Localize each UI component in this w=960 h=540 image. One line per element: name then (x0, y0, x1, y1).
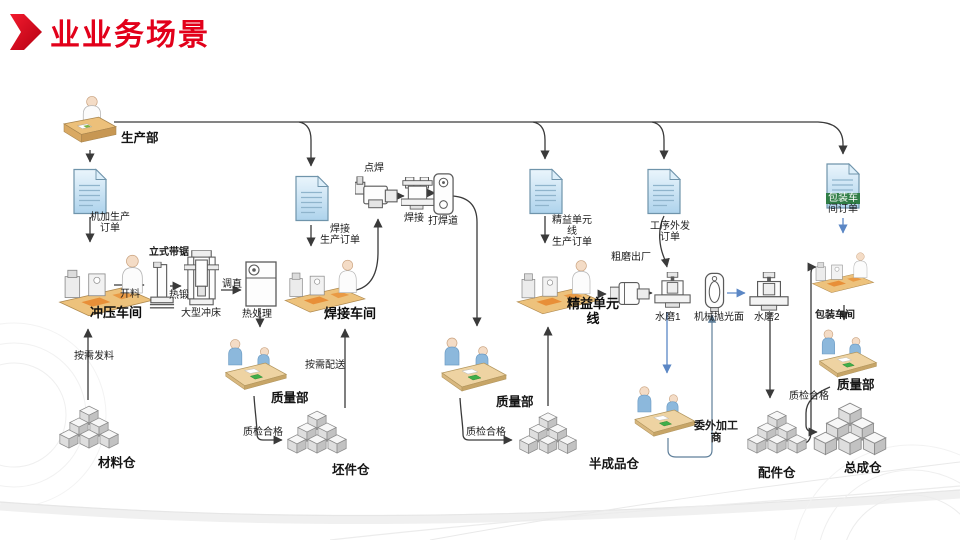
water-grinding-2-label: 水磨2 (754, 312, 780, 323)
lean-line-workshop-label: 精益单元 线 (566, 296, 620, 326)
cutting-label: 开料 (120, 289, 140, 300)
semi-finished-warehouse-label: 半成品仓 (589, 457, 640, 471)
qc-pass-1-label: 质检合格 (243, 427, 283, 438)
quality-dept-2-label: 质量部 (496, 395, 534, 409)
line-outsourcing-order-to-water-grinding-1 (659, 215, 670, 268)
large-punch-machine-icon (184, 250, 219, 307)
welding-order-label: 焊接 生产订单 (320, 224, 360, 246)
mech-polishing-label: 机械抛光面 (694, 312, 744, 323)
quality-dept-1-label: 质量部 (271, 391, 309, 405)
water-grinding-1-label: 水磨1 (655, 312, 681, 323)
weld-bead-label: 打焊道 (428, 216, 458, 227)
red-chevron-icon (10, 14, 42, 50)
water-grinding-2-machine-icon (749, 272, 789, 312)
qc-pass-3-label: 质检合格 (789, 391, 829, 402)
line-qc3-to-assembly-warehouse (805, 386, 831, 437)
lean-order-label: 精益单元 线 生产订单 (552, 215, 592, 248)
packaging-order-label-highlight: 包装车 (826, 193, 860, 204)
blank-warehouse-icon (286, 406, 348, 460)
straightening-label: 调直 (222, 279, 242, 290)
document-icon-welding-order (295, 175, 329, 222)
material-warehouse-icon (58, 402, 120, 454)
spot-welding-machine-icon (355, 176, 400, 214)
assembly-warehouse-icon (812, 400, 888, 460)
quality-dept-1-icon (222, 332, 290, 396)
page-title: 业业务场景 (50, 19, 210, 52)
parts-warehouse-label: 配件仓 (758, 466, 796, 480)
material-warehouse-label: 材料仓 (98, 456, 136, 470)
line-production-distribution (114, 121, 848, 155)
packaging-order-label-rest: 间订单 (828, 204, 858, 215)
production-dept-icon (62, 95, 118, 147)
band-saw-machine-icon (149, 261, 175, 311)
welding-workshop-label: 焊接车间 (324, 306, 377, 321)
line-qc2-to-semi-warehouse (459, 397, 513, 445)
outsourcing-order-label: 工序外发 订单 (650, 221, 690, 243)
packaging-workshop-icon (810, 238, 876, 304)
hot-forging-label: 热锻 (169, 290, 189, 301)
parts-warehouse-icon (746, 406, 808, 460)
stamping-workshop-label: 冲压车间 (90, 305, 143, 320)
line-drop-welding-order (298, 121, 316, 167)
production-dept-label: 生产部 (121, 131, 159, 145)
quality-dept-2-icon (438, 330, 510, 398)
large-punch-label: 大型冲床 (181, 308, 221, 319)
line-qc1-to-blank-warehouse (253, 395, 283, 445)
outsourcing-vendor-label: 委外加工 商 (694, 420, 738, 445)
deliver-on-demand-label: 按需配送 (305, 360, 345, 371)
line-bead-to-qc2 (452, 195, 482, 327)
blank-warehouse-label: 坯件仓 (332, 463, 370, 477)
mech-polishing-machine-icon (704, 272, 725, 312)
semi-finished-warehouse-icon (518, 408, 578, 460)
spot-welding-label: 点焊 (364, 163, 384, 174)
machining-order-label: 机加生产 订单 (90, 212, 130, 234)
quality-dept-3-label: 质量部 (837, 378, 875, 392)
welding-machine-label: 焊接 (404, 213, 424, 224)
packaging-order-label: 包装车间订单 (826, 193, 860, 215)
line-drop-lean-order (532, 121, 550, 160)
welding-machine-icon (401, 176, 434, 211)
quality-dept-3-icon (816, 322, 880, 384)
water-grinding-1-machine-icon (654, 270, 691, 311)
document-icon-lean-order (529, 168, 563, 215)
line-vendor-to-polishing (667, 314, 717, 458)
heat-treatment-label: 热处理 (242, 309, 272, 320)
document-icon-outsourcing-order (647, 168, 681, 215)
qc-pass-2-label: 质检合格 (466, 427, 506, 438)
weld-bead-machine-icon (432, 172, 455, 216)
document-icon-machining-order (73, 168, 107, 215)
assembly-warehouse-label: 总成仓 (844, 461, 882, 475)
outsourcing-vendor-icon (628, 382, 702, 440)
packaging-workshop-label: 包装车间 (815, 310, 855, 321)
band-saw-label: 立式带锯 (149, 247, 189, 258)
heat-treatment-machine-icon (245, 261, 277, 307)
issue-on-demand-label: 按需发料 (74, 351, 114, 362)
rough-grinding-label: 粗磨出厂 (611, 252, 651, 263)
line-drop-outsourcing-order (651, 121, 669, 160)
